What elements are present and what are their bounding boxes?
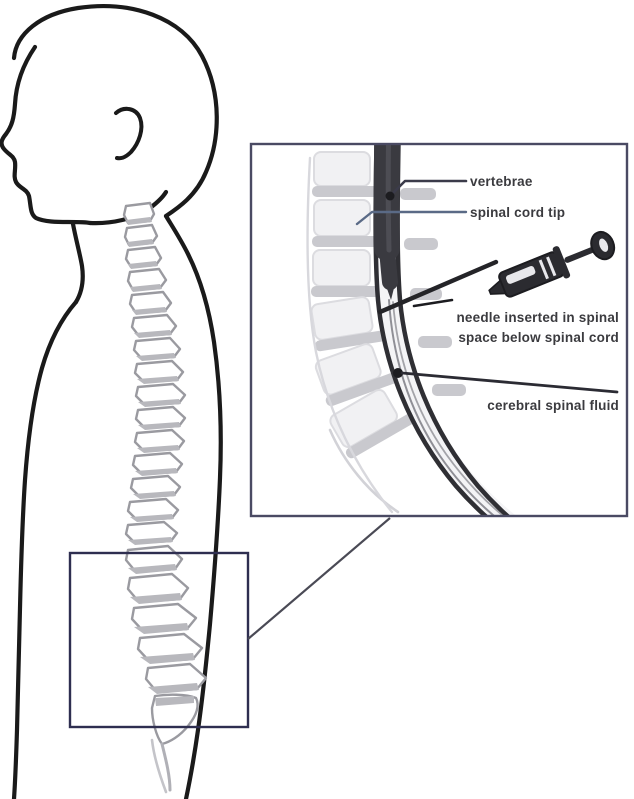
zoom-connector-line [247, 517, 391, 640]
syringe-flange [552, 246, 571, 279]
inset-vertebra [312, 199, 392, 247]
vertebra [134, 405, 187, 430]
vertebra [131, 451, 184, 476]
selection-box[interactable] [68, 551, 250, 729]
vertebra [132, 336, 182, 361]
callout-vertebrae: vertebrae [385, 174, 533, 201]
inset-vertebra [314, 343, 408, 407]
vertebrae-leader-line [388, 179, 468, 198]
neck-front-outline [70, 221, 85, 305]
vertebra [130, 602, 198, 634]
callout-needle-inserted: needle inserted in spinal space below sp… [412, 298, 619, 345]
vertebra [144, 662, 208, 694]
csf-anchor-dot [393, 368, 403, 378]
inset-panel [249, 142, 629, 518]
vertebra [130, 313, 178, 338]
vertebra [123, 223, 159, 247]
head-profile-outline [11, 4, 219, 219]
vertebra [133, 428, 186, 453]
vertebrae-leader-dot [385, 191, 395, 201]
spinal-cord-highlight [385, 144, 392, 253]
needle-leader-line [412, 298, 454, 308]
vertebra [129, 474, 182, 499]
csf-leader-line [400, 371, 619, 394]
vertebra [124, 520, 179, 545]
callout-spinal-cord-tip: spinal cord tip [355, 205, 565, 226]
vertebra [134, 382, 187, 407]
inset-vertebra [329, 388, 423, 459]
syringe-thumb-ring-hole [599, 238, 609, 252]
inset-sacral-outline [328, 428, 400, 514]
cauda-equina [392, 301, 505, 516]
syringe-barrel-highlight [506, 266, 536, 284]
vertebra [126, 572, 190, 604]
vertebra [124, 544, 184, 574]
syringe-hub [488, 279, 507, 295]
inset-vertebra [310, 296, 399, 352]
inset-vertebrae-stack [306, 151, 466, 514]
vertebra [124, 245, 163, 269]
vertebra [126, 267, 168, 292]
vertebra [128, 290, 173, 315]
front-torso-outline [11, 299, 79, 799]
spinal-cord-tip-leader-line [355, 210, 468, 226]
label-spinal-cord-tip: spinal cord tip [470, 205, 565, 220]
spinal-cord-taper [379, 240, 398, 290]
vertebra [126, 497, 180, 522]
vertebra [133, 359, 185, 384]
label-cerebral-spinal-fluid: cerebral spinal fluid [487, 398, 619, 413]
inset-anterior-outline [306, 156, 394, 514]
label-vertebrae: vertebrae [470, 174, 533, 189]
label-needle-inserted-line1: needle inserted in spinal [456, 310, 619, 325]
spinal-cord-tip-point [384, 280, 396, 300]
syringe [488, 230, 616, 298]
syringe-plunger-rod [564, 246, 597, 263]
spine-vertebrae-group [122, 201, 208, 794]
spinal-needle-shaft [377, 259, 499, 315]
vertebra [136, 632, 204, 664]
inset-vertebra [311, 249, 393, 297]
callout-cerebral-spinal-fluid: cerebral spinal fluid [400, 371, 619, 413]
ear-icon [114, 106, 144, 161]
cauda-equina [388, 299, 496, 516]
overview-body-illustration [0, 4, 223, 799]
vertebra [122, 201, 156, 225]
coccyx [160, 742, 172, 792]
inset-vertebra [312, 151, 390, 197]
label-needle-inserted-line2: space below spinal cord [458, 330, 619, 345]
coccyx-outline [150, 738, 168, 794]
face-profile-outline [0, 44, 93, 226]
inset-border[interactable] [249, 142, 629, 518]
